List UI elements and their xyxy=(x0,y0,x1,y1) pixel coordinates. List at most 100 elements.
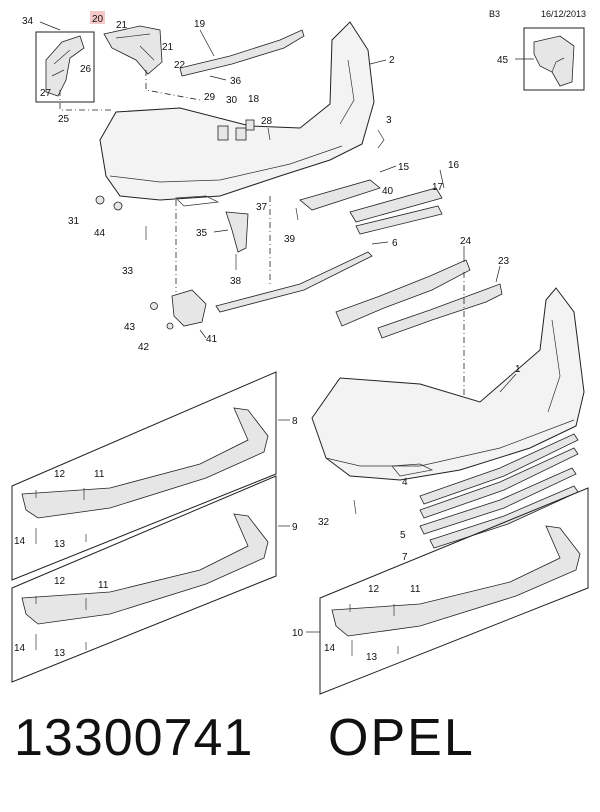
callout-11-a: 11 xyxy=(94,469,105,480)
callout-31: 31 xyxy=(68,216,80,227)
panel-frame-9 xyxy=(11,475,277,683)
callout-11-b: 11 xyxy=(98,580,109,591)
part-43-nut xyxy=(150,302,158,310)
leader-34 xyxy=(39,21,61,31)
callout-34: 34 xyxy=(22,16,34,27)
leader-1 xyxy=(499,373,517,393)
part-2-corner xyxy=(339,59,355,125)
callout-21-mid: 21 xyxy=(162,42,174,53)
callout-7: 7 xyxy=(402,552,408,563)
leader-35 xyxy=(213,229,229,233)
panel-frame-10 xyxy=(319,487,589,695)
part-19-strip xyxy=(179,29,305,77)
callout-38: 38 xyxy=(230,276,242,287)
leader-28 xyxy=(267,127,271,141)
part-42-clip xyxy=(166,322,174,330)
part-41-lamp xyxy=(171,289,207,327)
leader-2 xyxy=(369,59,387,65)
part-2-contour xyxy=(109,145,343,183)
part-8-diffuser xyxy=(21,407,269,519)
part-2-reflector xyxy=(175,195,220,207)
callout-10: 10 xyxy=(292,628,304,639)
part-44-clip xyxy=(113,201,123,211)
callout-12-c: 12 xyxy=(368,584,380,595)
callout-9: 9 xyxy=(292,522,298,533)
part-31-nut xyxy=(95,195,105,205)
leader-41 xyxy=(199,329,207,339)
callout-44: 44 xyxy=(94,228,106,239)
callout-33: 33 xyxy=(122,266,134,277)
part-21-bracket xyxy=(103,25,163,75)
part-number: 13300741 xyxy=(14,709,254,767)
callout-19: 19 xyxy=(194,19,206,30)
callout-14-c: 14 xyxy=(324,643,336,654)
callout-13-a: 13 xyxy=(54,539,66,550)
leader-36 xyxy=(209,75,227,81)
callout-27: 27 xyxy=(40,88,52,99)
callout-29: 29 xyxy=(204,92,216,103)
part-29-sensor xyxy=(217,125,229,141)
leader-16 xyxy=(439,169,445,189)
callout-4: 4 xyxy=(402,477,408,488)
callout-3: 3 xyxy=(386,115,392,126)
part-23-absorber xyxy=(377,283,503,339)
part-6-strip xyxy=(215,251,373,313)
part-1-reflector xyxy=(391,463,434,477)
part-8-screws xyxy=(35,528,87,544)
callout-35: 35 xyxy=(196,228,208,239)
callout-5: 5 xyxy=(400,530,406,541)
callout-20: 20 xyxy=(92,14,104,25)
callout-12-b: 12 xyxy=(54,576,66,587)
part-45-clip xyxy=(533,35,575,87)
callout-16: 16 xyxy=(448,160,460,171)
brand-name: OPEL xyxy=(328,709,475,767)
part-30-clip xyxy=(235,127,247,141)
callout-36: 36 xyxy=(230,76,242,87)
diagram-date: 16/12/2013 xyxy=(541,9,586,19)
part-2-bumper-upper xyxy=(99,21,375,201)
part-21-detail xyxy=(115,33,155,61)
part-1-corner xyxy=(547,319,561,413)
exploded-parts-diagram: B3 16/12/2013 45 34 26 27 25 20 21 21 22… xyxy=(11,9,589,695)
part-1-bumper-lower xyxy=(311,287,585,481)
callout-41: 41 xyxy=(206,334,218,345)
callout-21-top: 21 xyxy=(116,20,128,31)
part-45-detail xyxy=(551,57,565,73)
part-5-strip xyxy=(419,467,577,535)
align-line-21 xyxy=(145,70,201,101)
callout-14-a: 14 xyxy=(14,536,26,547)
part-9-screws xyxy=(35,634,87,650)
part-39-screw xyxy=(295,207,299,221)
part-3-clip xyxy=(377,129,385,149)
highlight-20 xyxy=(90,11,105,24)
part-16-trim xyxy=(349,187,443,223)
leader-15 xyxy=(379,165,397,173)
callout-6: 6 xyxy=(392,238,398,249)
part-15-carrier xyxy=(299,179,381,211)
callout-1: 1 xyxy=(515,364,521,375)
part-18-bracket xyxy=(245,119,255,131)
callout-24: 24 xyxy=(460,236,472,247)
part-4-strip xyxy=(419,433,579,505)
callout-8: 8 xyxy=(292,416,298,427)
part-9-clips xyxy=(35,596,87,610)
leader-23 xyxy=(495,265,501,283)
callout-32: 32 xyxy=(318,517,330,528)
callout-40: 40 xyxy=(382,186,394,197)
part-25-detail xyxy=(51,49,71,77)
align-line-25 xyxy=(59,90,112,111)
callout-14-b: 14 xyxy=(14,643,26,654)
callout-13-b: 13 xyxy=(54,648,66,659)
callout-28: 28 xyxy=(261,116,273,127)
footer: 13300741 OPEL xyxy=(0,712,600,792)
callout-39: 39 xyxy=(284,234,296,245)
callout-25: 25 xyxy=(58,114,70,125)
callout-2: 2 xyxy=(389,55,395,66)
callout-13-c: 13 xyxy=(366,652,378,663)
callout-37: 37 xyxy=(256,202,268,213)
part-32-screw xyxy=(353,499,357,515)
leader-19 xyxy=(199,29,215,57)
callout-26: 26 xyxy=(80,64,92,75)
callout-15: 15 xyxy=(398,162,410,173)
callout-30: 30 xyxy=(226,95,238,106)
